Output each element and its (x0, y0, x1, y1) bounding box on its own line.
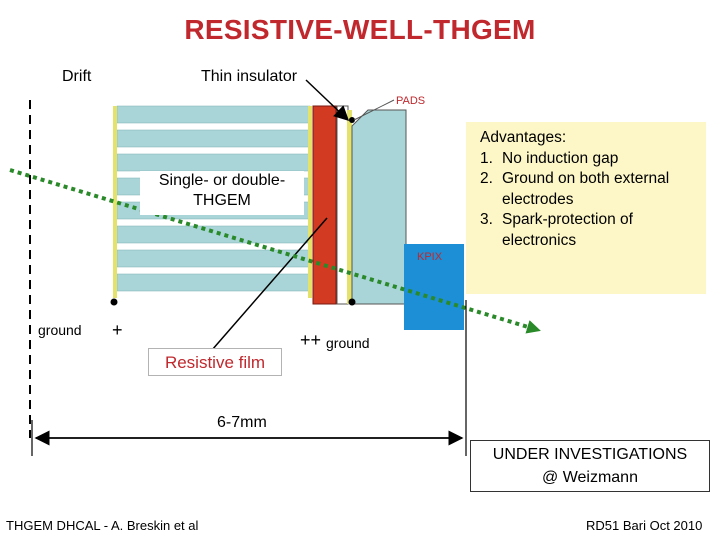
insulator-layer (336, 105, 349, 305)
advantages-item-number: 3. (480, 211, 493, 228)
thin-insulator-pointer (305, 79, 350, 122)
drift-label: Drift (62, 68, 92, 85)
plus-double-label: ++ (300, 330, 322, 350)
footer-left: THGEM DHCAL - A. Breskin et al (6, 518, 199, 533)
insulator-strip (347, 110, 352, 304)
under-investigation-line1: UNDER INVESTIGATIONS (492, 446, 688, 463)
advantages-item: 1. No induction gap (466, 149, 706, 170)
kpix-chip (404, 244, 464, 330)
dimension-label: 6-7mm (217, 414, 267, 431)
top-electrode (113, 106, 117, 298)
bottom-electrode (308, 106, 312, 298)
page-title: RESISTIVE-WELL-THGEM (184, 14, 536, 45)
advantages-item-text: Ground on both external electrodes (502, 170, 670, 208)
advantages-box: Advantages: 1. No induction gap 2. Groun… (466, 122, 706, 294)
thgem-layer (116, 129, 311, 148)
pads-pointer (353, 99, 395, 121)
kpix-label: KPIX (417, 251, 443, 263)
ground-right-label: ground (326, 335, 370, 351)
advantages-item-text: Spark-protection of electronics (502, 211, 633, 249)
thin-insulator-label: Thin insulator (201, 68, 298, 85)
advantages-item-number: 1. (480, 149, 493, 167)
advantages-item-text: No induction gap (502, 149, 619, 167)
footer-right: RD51 Bari Oct 2010 (586, 518, 703, 533)
advantages-item: 2. Ground on both external electrodes (466, 169, 706, 210)
advantages-heading: Advantages: (480, 129, 567, 146)
thgem-label-line2: THGEM (193, 192, 251, 209)
thgem-label-line1: Single- or double- (158, 172, 286, 189)
right-ground-dot (348, 298, 356, 306)
particle-track (9, 168, 541, 334)
advantages-list: 1. No induction gap 2. Ground on both ex… (466, 149, 706, 252)
plus-single-label: + (112, 320, 123, 340)
left-ground-dot (110, 298, 118, 306)
under-investigation-line2: @ Weizmann (542, 469, 638, 486)
thgem-layer (116, 273, 311, 292)
resistive-film-label: Resistive film (148, 348, 282, 376)
under-investigation-box: UNDER INVESTIGATIONS @ Weizmann (470, 440, 710, 492)
pads-label: PADS (396, 95, 425, 107)
resistive-layer (312, 105, 337, 305)
thgem-stack (113, 103, 314, 303)
pads-board (351, 109, 407, 305)
advantages-item: 3. Spark-protection of electronics (466, 210, 706, 251)
thgem-layer (116, 225, 311, 244)
thgem-layer (116, 153, 311, 172)
pads-dot (349, 117, 355, 123)
thgem-layer (116, 105, 311, 124)
thgem-label-box: Single- or double- THGEM (140, 171, 304, 215)
resistive-film-pointer (211, 217, 328, 351)
ground-left-label: ground (38, 322, 82, 338)
advantages-item-number: 2. (480, 170, 493, 187)
